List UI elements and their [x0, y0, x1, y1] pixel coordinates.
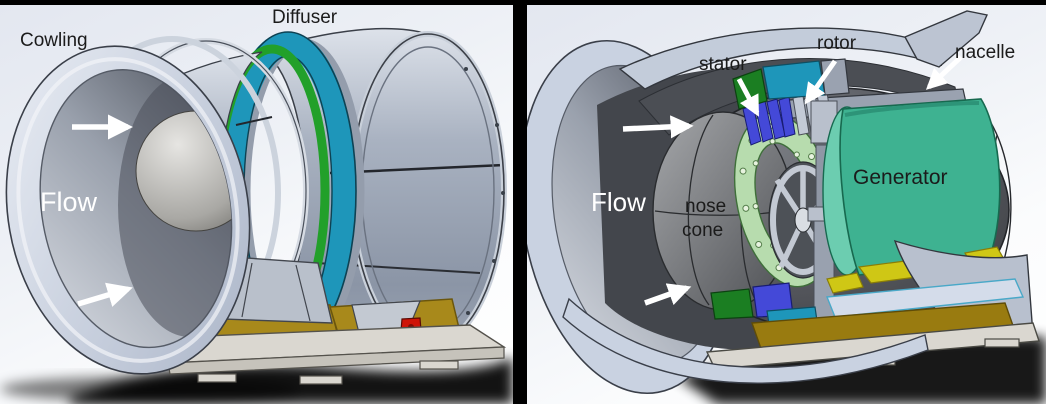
panel-assembled-view: Cowling Diffuser Flow [0, 5, 513, 404]
panel-divider [513, 0, 527, 404]
nose-cone-label-line1: nose [685, 196, 727, 217]
assembled-turbine-rendering [0, 27, 513, 404]
nacelle-label: nacelle [955, 42, 1016, 63]
flow-label-right: Flow [591, 187, 646, 217]
flow-arrow-bottom [644, 283, 692, 306]
saddle-gussets [241, 262, 311, 322]
stator-cap-teal [762, 60, 826, 100]
nacelle-arrow [925, 55, 963, 90]
flow-arrow-top [622, 115, 694, 139]
cowling-label: Cowling [20, 30, 88, 51]
bottom-wedge-green [710, 288, 754, 320]
cast-shadow [70, 357, 513, 404]
generator-label: Generator [853, 166, 948, 189]
nose-cone-label-line2: cone [682, 220, 724, 241]
cutaway-turbine-rendering [527, 10, 1046, 404]
skid-feet [197, 360, 459, 385]
tail-fin [904, 10, 988, 68]
skid-frame-face [167, 346, 505, 375]
diffuser-label: Diffuser [272, 7, 338, 28]
panel-cutaway-view: stator rotor nacelle Generator nose cone… [527, 5, 1046, 404]
rim-bolts [464, 67, 505, 315]
flow-label-left: Flow [40, 187, 98, 217]
duct-seam [235, 116, 273, 126]
stator-arrow [736, 77, 760, 117]
stator-label: stator [699, 54, 747, 75]
duct-bottom-cut-sheet [562, 297, 929, 384]
flow-arrow-bottom [77, 282, 133, 307]
rotor-label: rotor [817, 33, 857, 54]
light-plate [826, 278, 1025, 318]
generator-top-shade [844, 101, 980, 117]
rotor-arrow [804, 59, 838, 105]
